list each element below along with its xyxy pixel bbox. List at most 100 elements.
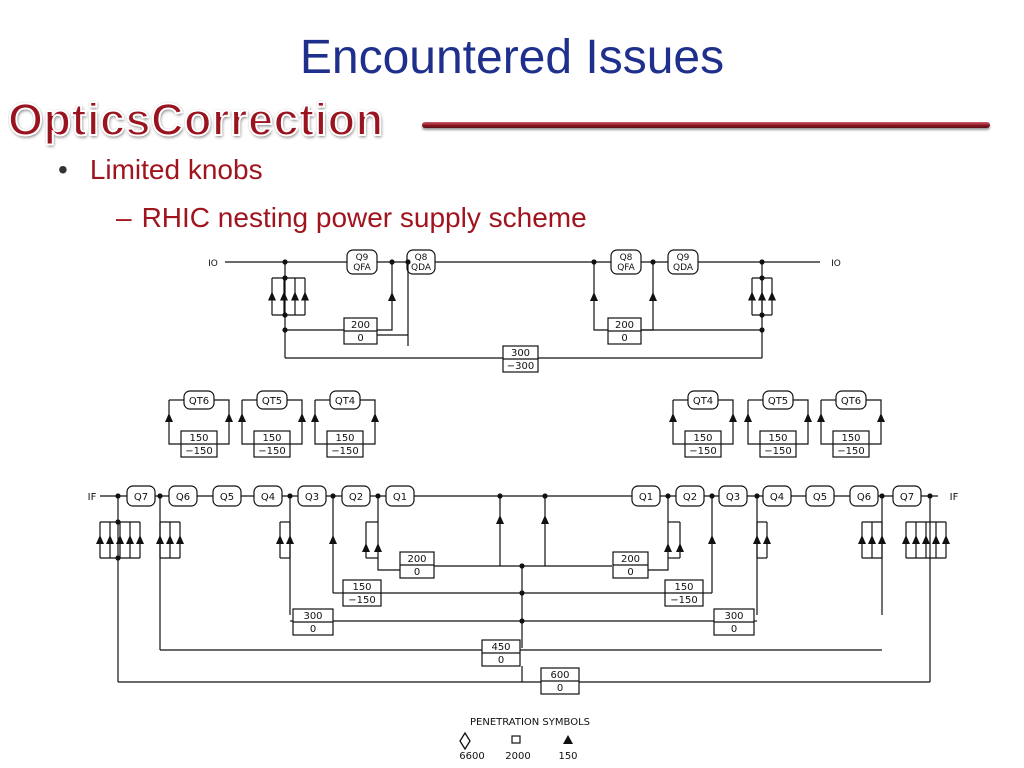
supply-max-label: 150 <box>841 433 860 444</box>
penetration-triangle <box>902 535 910 544</box>
magnet-box <box>718 485 748 507</box>
magnet-box <box>892 485 922 507</box>
slide-title: Encountered Issues <box>299 31 725 84</box>
penetration-triangle <box>878 535 886 544</box>
optics-correction-logo: OpticsCorrection <box>7 93 384 146</box>
magnet-box <box>849 485 879 507</box>
penetration-triangle <box>136 535 144 544</box>
penetration-triangle <box>541 515 549 524</box>
magnet-label: Q8 <box>415 253 428 263</box>
penetration-triangle <box>729 413 737 422</box>
legend-square-icon <box>511 735 521 744</box>
magnet-label: Q7 <box>900 492 914 503</box>
legend-value: 150 <box>558 751 577 762</box>
magnet-label: Q6 <box>176 492 190 503</box>
junction-dot <box>282 259 288 265</box>
penetration-triangle <box>268 291 276 301</box>
junction-dot <box>287 493 293 499</box>
supply-max-label: 150 <box>262 433 281 444</box>
penetration-triangle <box>301 291 309 301</box>
supply-min-label: −300 <box>507 361 534 372</box>
supply-min-label: 0 <box>627 567 633 578</box>
penetration-triangle <box>371 413 379 422</box>
penetration-triangle <box>748 291 756 301</box>
penetration-triangle <box>744 413 752 422</box>
junction-dot <box>665 493 671 499</box>
supply-min-label: 0 <box>414 567 420 578</box>
penetration-triangle <box>649 292 657 301</box>
supply-min-label: −150 <box>185 446 212 457</box>
legend-title: PENETRATION SYMBOLS <box>470 717 590 728</box>
magnet-label: QDA <box>411 263 432 273</box>
junction-dot <box>650 259 656 265</box>
supply-min-label: −150 <box>837 446 864 457</box>
penetration-triangle <box>664 543 672 552</box>
magnet-label: Q4 <box>261 492 275 503</box>
bullet-limited-knobs: •Limited knobs <box>58 154 263 186</box>
magnet-label: Q1 <box>393 492 407 503</box>
supply-max-label: 150 <box>189 433 208 444</box>
junction-dot <box>375 493 381 499</box>
magnet-box <box>675 485 705 507</box>
legend-triangle-icon <box>563 735 573 744</box>
penetration-triangle <box>106 535 114 544</box>
penetration-triangle <box>388 292 396 301</box>
magnet-label: QDA <box>673 263 694 273</box>
penetration-triangle <box>768 291 776 301</box>
magnet-label: QFA <box>617 263 635 273</box>
penetration-triangle <box>496 515 504 524</box>
penetration-triangle <box>329 535 337 544</box>
magnet-label: Q1 <box>639 492 653 503</box>
magnet-label: Q6 <box>857 492 871 503</box>
magnet-label: Q7 <box>134 492 148 503</box>
junction-dot <box>389 259 395 265</box>
penetration-triangle <box>116 535 124 544</box>
penetration-triangle <box>238 413 246 422</box>
magnet-label: QT4 <box>693 396 713 407</box>
magnet-box <box>385 485 415 507</box>
penetration-triangle <box>922 535 930 544</box>
magnet-box <box>253 485 283 507</box>
magnet-label: Q5 <box>813 492 827 503</box>
magnet-label: Q2 <box>349 492 363 503</box>
junction-dot <box>157 493 163 499</box>
penetration-triangle <box>225 413 233 422</box>
supply-max-label: 150 <box>768 433 787 444</box>
penetration-triangle <box>156 535 164 544</box>
penetration-triangle <box>858 535 866 544</box>
supply-min-label: 0 <box>310 624 316 635</box>
magnet-label: QT6 <box>841 396 861 407</box>
junction-dot <box>879 493 885 499</box>
supply-min-label: −150 <box>258 446 285 457</box>
magnet-label: QT4 <box>335 396 355 407</box>
magnet-box <box>341 485 371 507</box>
penetration-triangle <box>868 535 876 544</box>
magnet-label: Q9 <box>356 253 369 263</box>
legend-value: 2000 <box>505 751 530 762</box>
penetration-triangle <box>942 535 950 544</box>
magnet-box <box>168 485 198 507</box>
banner-rule <box>422 122 990 128</box>
magnet-label: Q3 <box>305 492 319 503</box>
junction-dot <box>759 259 765 265</box>
penetration-triangle <box>298 413 306 422</box>
penetration-triangle <box>669 413 677 422</box>
supply-max-label: 200 <box>407 554 426 565</box>
magnet-box <box>610 249 642 275</box>
penetration-triangle <box>166 535 174 544</box>
magnet-box <box>346 249 378 275</box>
wire <box>374 262 393 331</box>
penetration-triangle <box>126 535 134 544</box>
penetration-triangle <box>311 413 319 422</box>
supply-min-label: −150 <box>670 595 697 606</box>
supply-max-label: 150 <box>693 433 712 444</box>
junction-dot <box>709 493 715 499</box>
magnet-box <box>297 485 327 507</box>
penetration-triangle <box>817 413 825 422</box>
supply-max-label: 200 <box>351 320 370 331</box>
io-end-label: IO <box>208 259 218 269</box>
penetration-triangle <box>804 413 812 422</box>
magnet-label: QT6 <box>189 396 209 407</box>
magnet-label: Q4 <box>770 492 784 503</box>
